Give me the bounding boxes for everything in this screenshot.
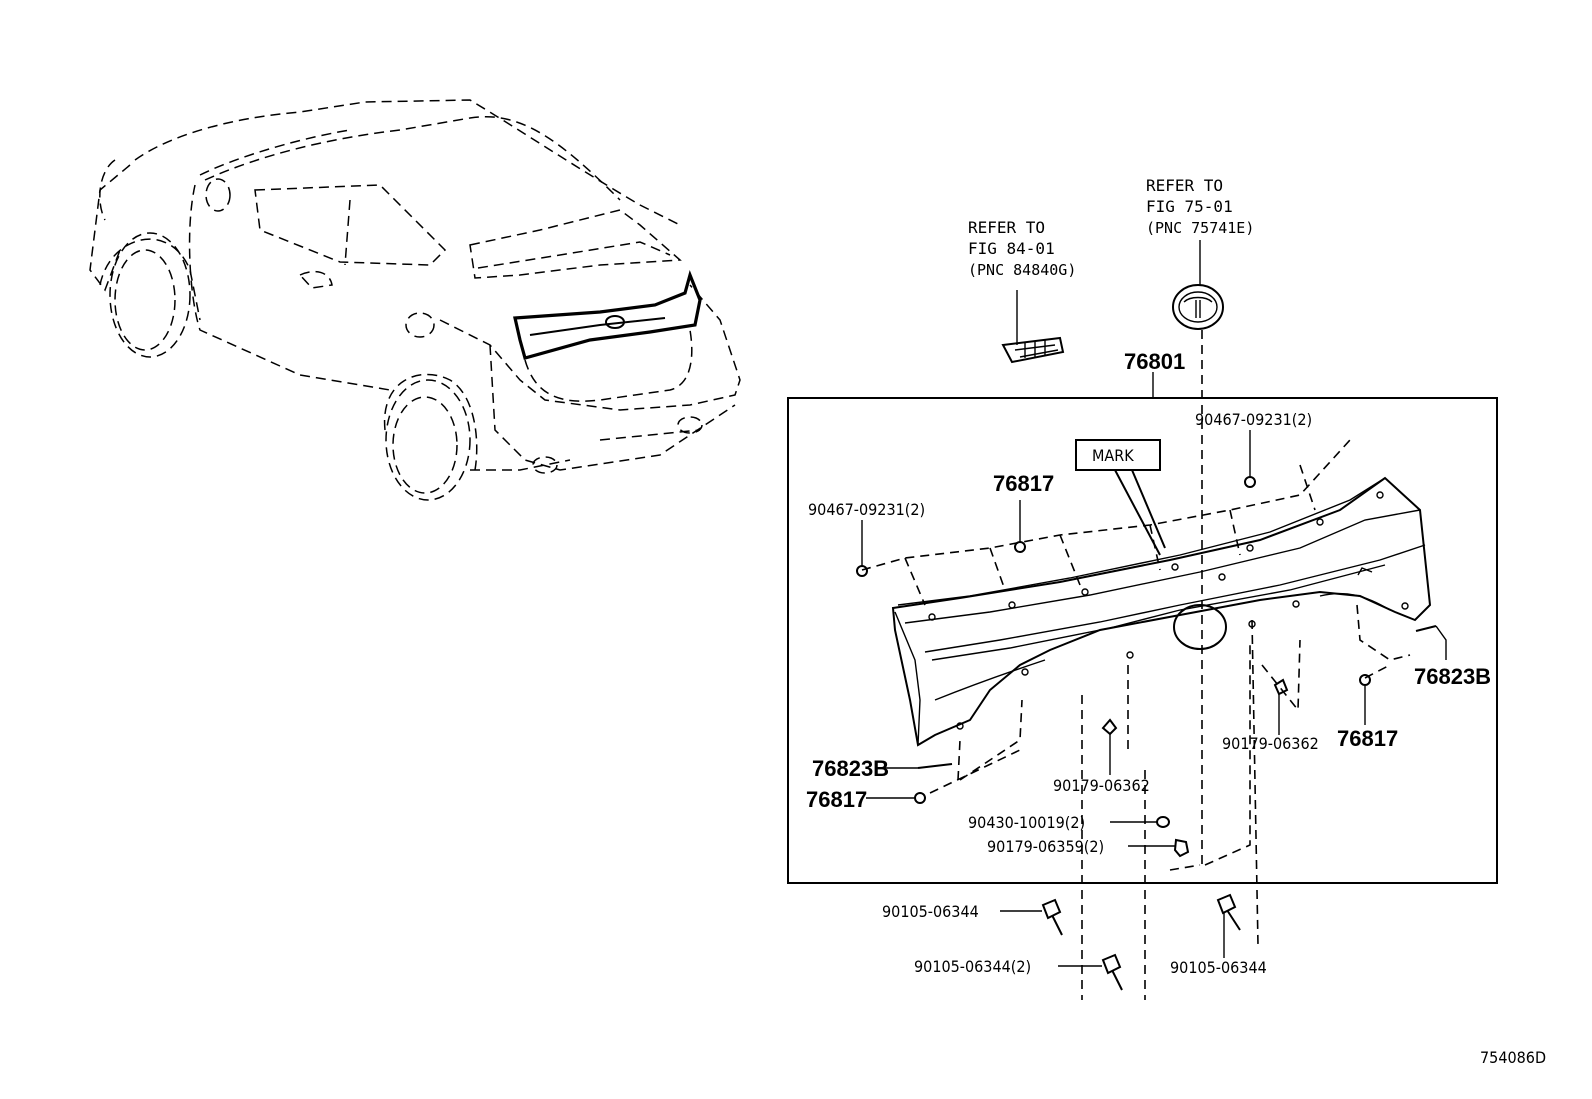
label-90179-06362-right: 90179-06362: [1222, 734, 1319, 753]
label-76817-right: 76817: [1337, 726, 1398, 751]
figure-id: 754086D: [1480, 1048, 1546, 1067]
label-90179-06359: 90179-06359(2): [987, 837, 1104, 856]
label-76801: 76801: [1124, 349, 1185, 374]
label-76817-left: 76817: [806, 787, 867, 812]
emblem: [1172, 240, 1224, 865]
refer-fig84-note: REFER TO FIG 84-01 (PNC 84840G): [968, 218, 1076, 279]
label-90105-a: 90105-06344: [882, 902, 979, 921]
refer-fig75-note: REFER TO FIG 75-01 (PNC 75741E): [1146, 176, 1254, 237]
refer-line1: REFER TO: [968, 218, 1045, 237]
mark-callout: MARK: [1075, 439, 1166, 556]
label-76823b-right: 76823B: [1414, 664, 1491, 689]
mark-text: MARK: [1092, 446, 1134, 465]
back-door-garnish: [861, 439, 1432, 1000]
car-illustration: [89, 99, 741, 501]
label-90179-06362-center: 90179-06362: [1053, 776, 1150, 795]
label-90105-b: 90105-06344(2): [914, 957, 1031, 976]
label-76817-top: 76817: [993, 471, 1054, 496]
fasteners: [856, 430, 1447, 991]
label-90105-c: 90105-06344: [1170, 958, 1267, 977]
refer-line2: FIG 84-01: [968, 239, 1055, 258]
label-90430: 90430-10019(2): [968, 813, 1085, 832]
refer-line1: REFER TO: [1146, 176, 1223, 195]
license-lamp: [1001, 290, 1065, 364]
label-90467-left: 90467-09231(2): [808, 500, 925, 519]
refer-line3: (PNC 75741E): [1146, 219, 1254, 237]
assembly-frame: [787, 397, 1498, 884]
refer-line3: (PNC 84840G): [968, 261, 1076, 279]
label-76823b-left: 76823B: [812, 756, 889, 781]
refer-line2: FIG 75-01: [1146, 197, 1233, 216]
label-90467-right: 90467-09231(2): [1195, 410, 1312, 429]
